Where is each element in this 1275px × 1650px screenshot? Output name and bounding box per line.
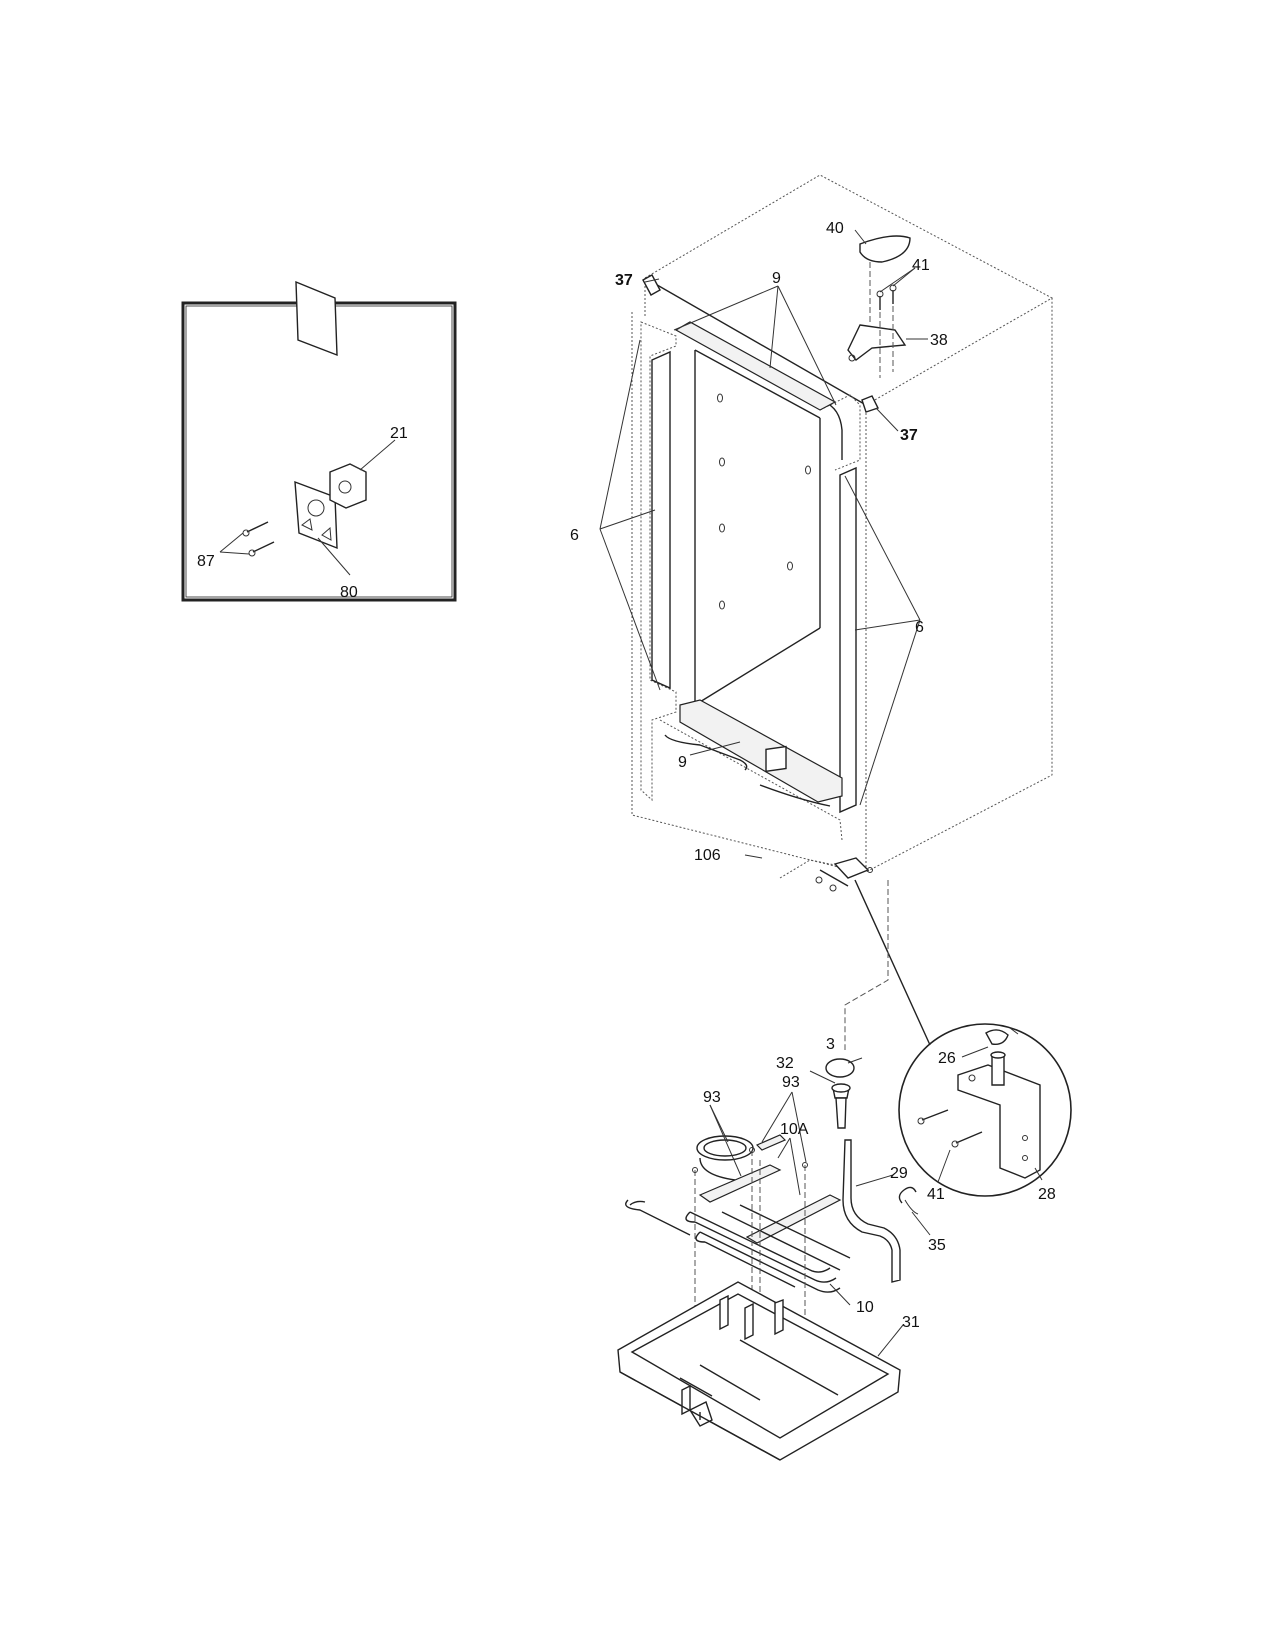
callout-3: 3 xyxy=(826,1036,835,1053)
drain-tray-31 xyxy=(617,1281,904,1461)
callout-37-top: 37 xyxy=(615,272,633,289)
callout-80: 80 xyxy=(340,584,358,601)
hinge-detail-circle xyxy=(898,1023,1072,1197)
drain-assembly xyxy=(809,1057,931,1283)
heater-assembly xyxy=(625,1091,851,1390)
callout-10: 10 xyxy=(856,1299,874,1316)
callout-28: 28 xyxy=(1038,1186,1056,1203)
callout-26: 26 xyxy=(938,1050,956,1067)
callout-35: 35 xyxy=(928,1237,946,1254)
callout-21: 21 xyxy=(390,425,408,442)
callout-40: 40 xyxy=(826,220,844,237)
callout-93-left: 93 xyxy=(703,1089,721,1106)
callout-6-left: 6 xyxy=(570,527,579,544)
callout-93-right: 93 xyxy=(782,1074,800,1091)
callout-41-top: 41 xyxy=(912,257,930,274)
bracket-80 xyxy=(294,280,338,550)
callout-9-top: 9 xyxy=(772,270,781,287)
inset-detail: 21 87 80 xyxy=(181,280,457,602)
callout-106: 106 xyxy=(694,847,721,864)
callout-29: 29 xyxy=(890,1165,908,1182)
callout-41-detail: 41 xyxy=(927,1186,945,1203)
liner-holes xyxy=(717,393,811,610)
cabinet xyxy=(631,174,1054,892)
callout-9-bottom: 9 xyxy=(678,754,687,771)
callout-6-right: 6 xyxy=(915,619,924,636)
callout-10A: 10A xyxy=(780,1121,809,1138)
cabinet-leaders xyxy=(599,229,928,859)
part-21 xyxy=(329,463,367,509)
callout-32: 32 xyxy=(776,1055,794,1072)
callout-31: 31 xyxy=(902,1314,920,1331)
callout-37-right: 37 xyxy=(900,427,918,444)
screws-87 xyxy=(242,521,275,557)
heater-coils xyxy=(685,1204,851,1293)
callout-38: 38 xyxy=(930,332,948,349)
callout-87: 87 xyxy=(197,553,215,570)
